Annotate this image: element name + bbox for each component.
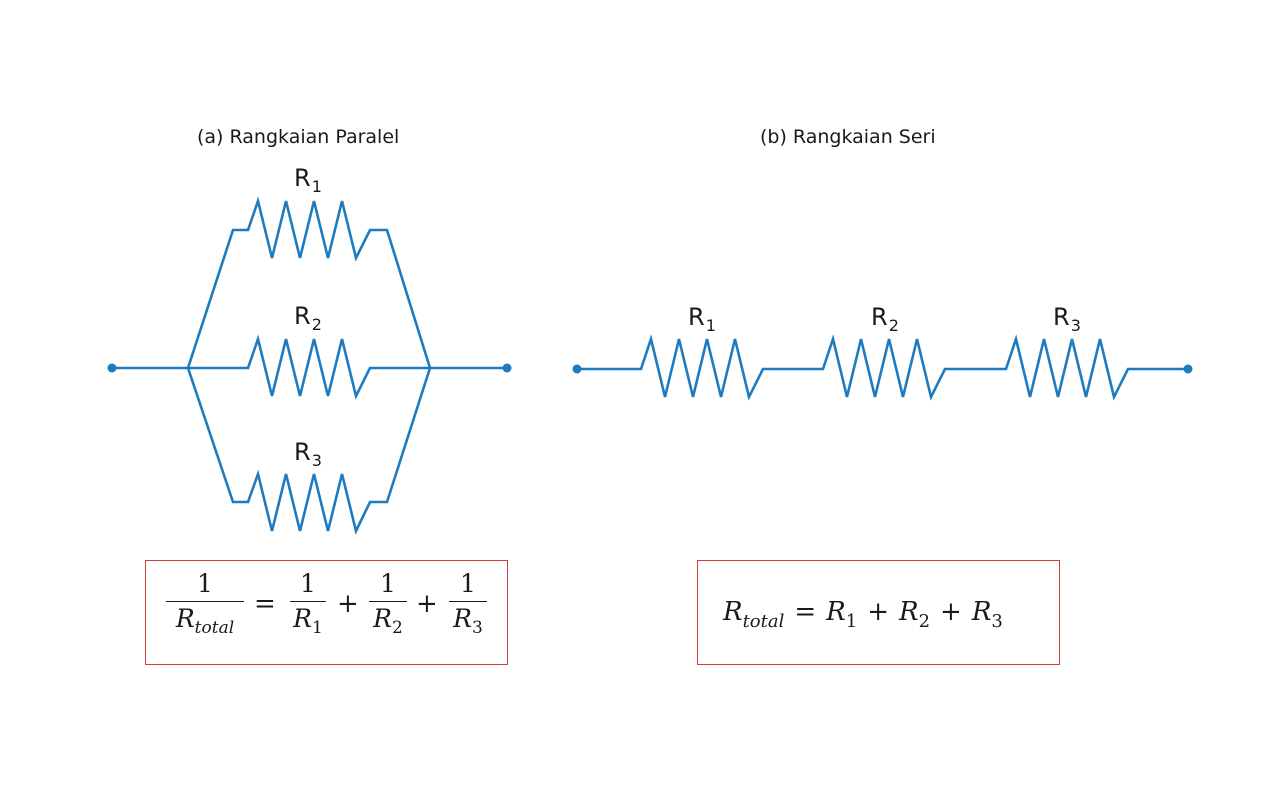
parallel-circuit-title: (a) Rangkaian Paralel (197, 126, 400, 148)
term-sub: 3 (991, 611, 1003, 632)
subscript: 3 (472, 618, 483, 638)
series-terminal-right (1183, 364, 1193, 374)
label-sub: 2 (311, 315, 322, 334)
label-var: R (688, 303, 705, 331)
equals-sign: = (794, 597, 817, 627)
series-circuit (577, 334, 1188, 401)
term-var: R (971, 597, 992, 627)
series-wire (577, 334, 1188, 401)
parallel-r1-label: R1 (294, 164, 322, 195)
series-r2-label: R2 (871, 303, 899, 334)
term-r3-fraction: 1 R3 (449, 569, 487, 639)
parallel-formula-box: 1 Rtotal = 1 R1 + 1 R2 + 1 R3 (145, 560, 508, 665)
label-var: R (294, 438, 311, 466)
subscript: 1 (312, 618, 323, 638)
label-sub: 3 (1070, 316, 1081, 335)
parallel-r3-label: R3 (294, 438, 322, 469)
parallel-branch-top (186, 196, 432, 369)
term-r2-fraction: 1 R2 (369, 569, 407, 639)
label-var: R (294, 302, 311, 330)
lhs-sub: total (742, 611, 785, 632)
term-var: R (826, 597, 846, 627)
var: R (175, 604, 195, 633)
term-numerator: 1 (290, 569, 326, 602)
parallel-branch-middle (188, 334, 430, 400)
var: R (453, 604, 472, 633)
series-formula-box: Rtotal=R1+R2+R3 (697, 560, 1060, 665)
label-var: R (1053, 303, 1070, 331)
term-denominator: R1 (290, 602, 326, 639)
var: R (293, 604, 312, 633)
plus-sign: + (337, 589, 359, 619)
series-r1-label: R1 (688, 303, 716, 334)
series-r3-label: R3 (1053, 303, 1081, 334)
series-formula: Rtotal=R1+R2+R3 (723, 597, 1003, 632)
term-denominator: R3 (449, 602, 487, 639)
equals-sign: = (254, 589, 276, 619)
label-sub: 2 (888, 316, 899, 335)
parallel-branch-bottom (186, 367, 432, 535)
subscript: total (194, 618, 235, 638)
lhs-fraction: 1 Rtotal (166, 569, 244, 639)
subscript: 2 (392, 618, 403, 638)
term-r1-fraction: 1 R1 (290, 569, 326, 639)
label-var: R (294, 164, 311, 192)
term-numerator: 1 (449, 569, 487, 602)
var: R (373, 604, 392, 633)
label-sub: 1 (705, 316, 716, 335)
label-sub: 3 (311, 451, 322, 470)
label-sub: 1 (311, 177, 322, 196)
parallel-terminal-left (107, 363, 117, 373)
lhs-var: R (723, 597, 743, 627)
label-var: R (871, 303, 888, 331)
term-denominator: R2 (369, 602, 407, 639)
plus-sign: + (867, 597, 889, 627)
term-sub: 1 (845, 611, 858, 632)
lhs-numerator: 1 (166, 569, 244, 602)
parallel-r2-label: R2 (294, 302, 322, 333)
lhs-denominator: Rtotal (166, 602, 244, 639)
term-var: R (899, 597, 919, 627)
series-circuit-title: (b) Rangkaian Seri (760, 126, 936, 148)
plus-sign: + (940, 597, 962, 627)
term-numerator: 1 (369, 569, 407, 602)
plus-sign: + (416, 589, 438, 619)
series-terminal-left (572, 364, 582, 374)
term-sub: 2 (918, 611, 931, 632)
parallel-terminal-right (502, 363, 512, 373)
parallel-circuit (112, 196, 507, 535)
